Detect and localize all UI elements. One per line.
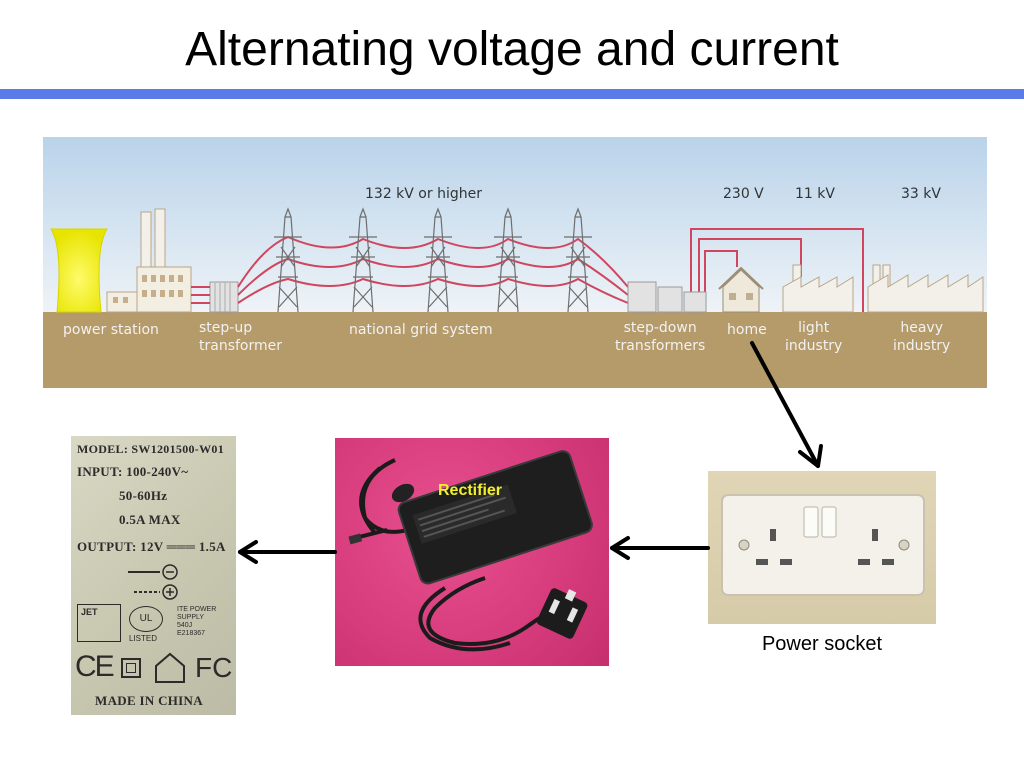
light-industry-voltage-label: 11 kV (795, 186, 835, 202)
adapter-illustration (348, 450, 593, 652)
light-industry-label: light industry (785, 319, 842, 355)
step-up-label-line: step-up (199, 320, 253, 336)
power-socket-caption: Power socket (761, 633, 883, 655)
adapter-label-plate-photo: MODEL: SW1201500-W01 INPUT: 100-240V~ 50… (71, 436, 236, 715)
input-text: INPUT: 100-240V~ (77, 464, 189, 479)
title-underline (0, 89, 1024, 99)
ite-line: E218367 (177, 630, 206, 637)
step-down-transformers-label: step-down transformers (615, 319, 705, 355)
ite-line: ITE POWER (177, 606, 217, 613)
ul-listed-text: LISTED (129, 634, 158, 643)
ite-line: SUPPLY (177, 614, 205, 621)
home-voltage-label: 230 V (723, 186, 764, 202)
heavy-label-line: heavy (900, 320, 943, 336)
output-text: OUTPUT: 12V ═══ 1.5A (77, 539, 226, 554)
national-grid-label: national grid system (349, 322, 493, 338)
transformers-label-line: transformers (615, 338, 706, 354)
grid-voltage-label: 132 kV or higher (365, 186, 482, 202)
ite-line: 540J (177, 622, 193, 629)
power-station-label: power station (63, 322, 159, 338)
light-label-line: light (798, 320, 830, 336)
fcc-mark-icon: FC (195, 652, 233, 683)
jet-certification-mark: JET (77, 604, 121, 642)
industry-label-line: industry (785, 338, 843, 354)
power-station-illustration (50, 208, 192, 313)
pylons (274, 207, 592, 313)
socket-illustration (721, 494, 925, 596)
polarity-symbol-icon (128, 564, 178, 600)
slide-title: Alternating voltage and current (185, 23, 839, 76)
heavy-industry-label: heavy industry (893, 319, 950, 355)
light-industry-illustration (782, 264, 854, 313)
home-illustration (718, 266, 764, 313)
heavy-industry-illustration (867, 264, 984, 313)
double-insulation-icon (121, 658, 141, 678)
frequency-text: 50-60Hz (119, 488, 168, 503)
transformer-label-line: transformer (199, 338, 283, 354)
indoor-use-icon (155, 652, 185, 683)
max-current-text: 0.5A MAX (119, 512, 181, 527)
ite-power-supply-text: ITE POWER SUPPLY 540J E218367 (177, 606, 216, 638)
power-socket-photo (708, 471, 936, 624)
made-in-china-text: MADE IN CHINA (95, 693, 203, 708)
step-up-transformer-label: step-up transformer (199, 319, 282, 355)
ground (43, 312, 987, 388)
national-grid-diagram: 132 kV or higher 230 V 11 kV 33 kV power… (43, 137, 987, 388)
heavy-industry-voltage-label: 33 kV (901, 186, 941, 202)
step-down-transformers-illustration (627, 281, 707, 313)
ce-mark-icon: CE (75, 650, 115, 683)
power-adapter-photo: Rectifier (335, 438, 609, 666)
industry-label-line: industry (893, 338, 951, 354)
ul-mark-icon: UL (129, 606, 163, 632)
jet-mark-text: JET (81, 607, 98, 617)
grid-illustration (43, 137, 987, 388)
step-up-transformer-illustration (209, 281, 239, 313)
step-down-label-line: step-down (623, 320, 697, 336)
home-label: home (727, 322, 767, 338)
model-text: MODEL: SW1201500-W01 (77, 442, 224, 456)
rectifier-label: Rectifier (437, 482, 503, 499)
